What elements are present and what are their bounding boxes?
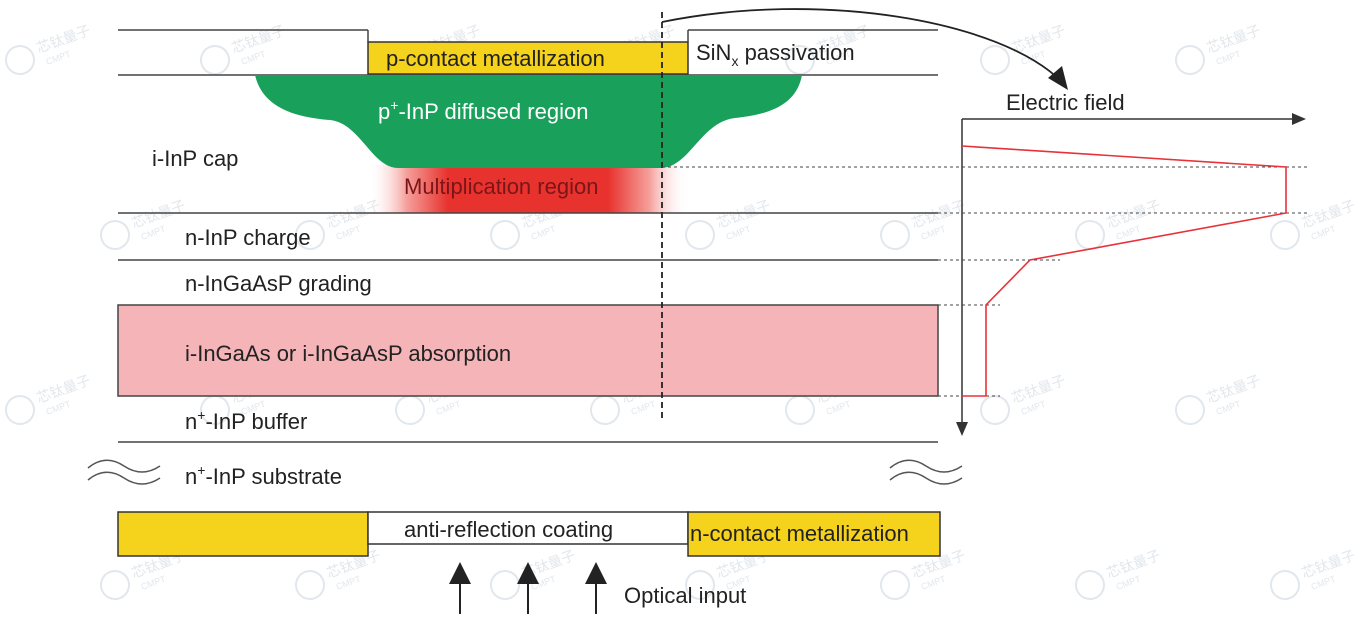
diffused-label: p+-InP diffused region: [378, 97, 588, 124]
field-guide-lines: [662, 166, 1310, 397]
optical-input-label: Optical input: [624, 583, 746, 608]
n-contact-metal-left: [117, 511, 369, 557]
p-diffused-region: [255, 75, 802, 168]
n-contact-metal-right: [687, 511, 941, 557]
p-contact-label: p-contact metallization: [386, 46, 605, 71]
p-contact-metal: [367, 41, 689, 75]
cap-label: i-InP cap: [152, 146, 238, 171]
absorption-layer: [117, 304, 939, 397]
field-profile: [961, 145, 1287, 397]
field-y-axis-arrow: [956, 422, 968, 436]
absorption-label: i-InGaAs or i-InGaAsP absorption: [185, 341, 511, 366]
anti-reflection-coating: [367, 511, 689, 545]
optical-input-arrows: [449, 562, 607, 614]
substrate-label: n+-InP substrate: [185, 462, 342, 489]
curved-arrow: [661, 8, 1063, 83]
n-contact-label: n-contact metallization: [690, 521, 909, 546]
multiplication-region: [368, 165, 688, 213]
curved-arrow-head: [1048, 66, 1068, 90]
sinx-label: SiNx passivation: [696, 40, 855, 69]
break-symbol-right: [889, 459, 963, 485]
grading-label: n-InGaAsP grading: [185, 271, 372, 296]
charge-label: n-InP charge: [185, 225, 311, 250]
field-x-axis-arrow: [1292, 113, 1306, 125]
anti-reflection-label: anti-reflection coating: [404, 517, 613, 542]
electric-field-label: Electric field: [1006, 90, 1125, 115]
multiplication-label: Multiplication region: [404, 174, 598, 199]
break-symbol-left: [87, 459, 161, 485]
buffer-label: n+-InP buffer: [185, 407, 307, 434]
